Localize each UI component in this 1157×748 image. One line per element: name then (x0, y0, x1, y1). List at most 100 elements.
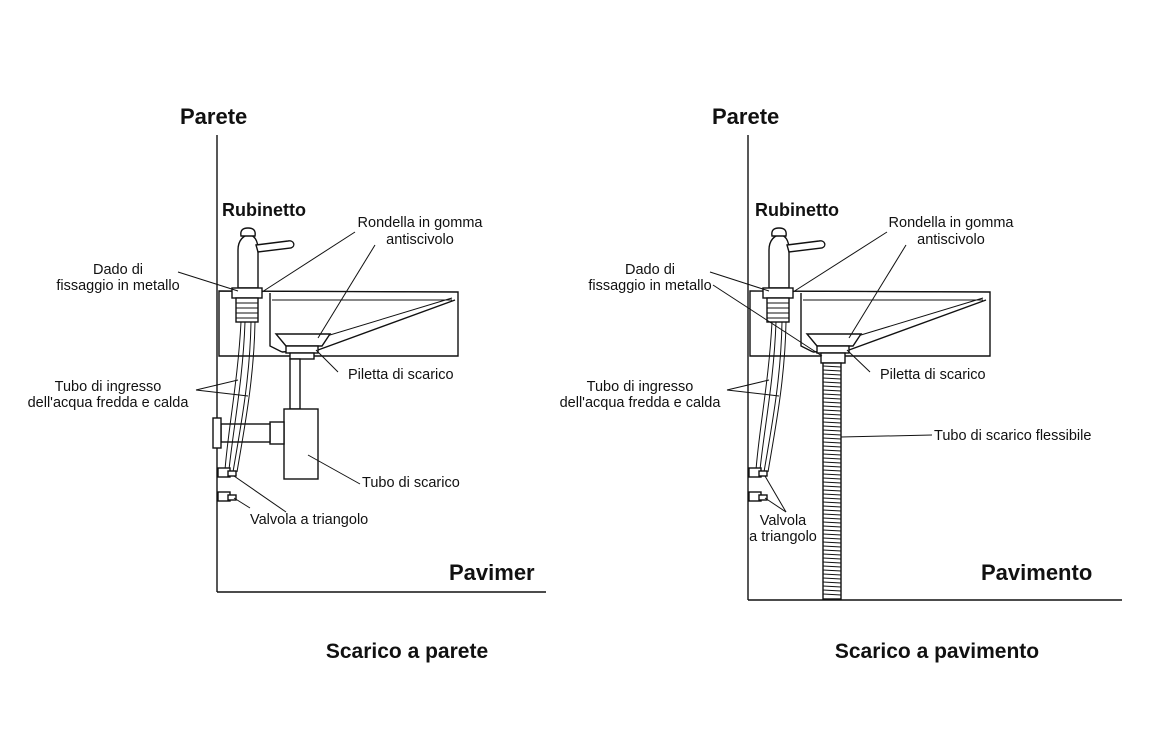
hose-corrugation (822, 585, 842, 588)
hose-corrugation (822, 501, 842, 504)
hose-corrugation (822, 473, 842, 476)
drain-pipe (212, 358, 319, 480)
wall-drain-caption: Scarico a parete (326, 640, 488, 663)
hose-corrugation (822, 465, 842, 468)
angle-valves (217, 467, 237, 502)
hose-corrugation (822, 365, 842, 368)
hose-corrugation (822, 497, 842, 500)
valve-label-line1: Valvola (760, 513, 807, 529)
floor-label: Pavimer (449, 560, 535, 585)
drain-plug (274, 333, 332, 360)
hose-corrugation (822, 385, 842, 388)
hose-corrugation (822, 469, 842, 472)
inlet-hoses (755, 321, 787, 473)
hose-corrugation (822, 397, 842, 400)
hose-corrugation (822, 425, 842, 428)
drain-plug (805, 333, 863, 364)
hose-corrugation (822, 593, 842, 596)
leader-lines (709, 231, 933, 513)
hose-corrugation (822, 449, 842, 452)
leader-lines (177, 231, 376, 513)
hose-corrugation (822, 541, 842, 544)
hose-corrugation (822, 461, 842, 464)
wall-drain-diagram: Parete Rubinetto Rondella in gomma antis… (28, 104, 546, 663)
angle-valves (748, 467, 768, 502)
faucet (231, 227, 295, 323)
hose-corrugation (822, 557, 842, 560)
drain-pipe-label: Tubo di scarico (362, 475, 460, 491)
hose-corrugation (822, 377, 842, 380)
hose-corrugation (822, 565, 842, 568)
hose-corrugation (822, 481, 842, 484)
valve-label-line2: a triangolo (749, 529, 817, 545)
valve-label: Valvola a triangolo (250, 512, 368, 528)
hose-corrugation (822, 561, 842, 564)
flexible-drain-pipe (822, 362, 842, 600)
inlet-label-line1: Tubo di ingresso (587, 379, 694, 395)
hose-corrugation (822, 505, 842, 508)
hose-corrugation (822, 477, 842, 480)
hose-corrugation (822, 393, 842, 396)
drain-plug-label: Piletta di scarico (348, 367, 454, 383)
faucet-label: Rubinetto (222, 200, 306, 220)
hose-corrugation (822, 577, 842, 580)
hose-corrugation (822, 441, 842, 444)
hose-corrugation (822, 589, 842, 592)
drain-plug-label: Piletta di scarico (880, 367, 986, 383)
inlet-label-line1: Tubo di ingresso (55, 379, 162, 395)
wall-label: Parete (180, 104, 247, 129)
nut-label-line1: Dado di (625, 262, 675, 278)
hose-corrugation (822, 369, 842, 372)
floor-label: Pavimento (981, 560, 1092, 585)
hose-corrugation (822, 549, 842, 552)
hose-corrugation (822, 381, 842, 384)
hose-corrugation (822, 525, 842, 528)
inlet-hoses (224, 321, 256, 473)
floor-drain-caption: Scarico a pavimento (835, 640, 1039, 663)
basin (749, 290, 991, 357)
hose-corrugation (822, 433, 842, 436)
hose-corrugation (822, 573, 842, 576)
wall-label: Parete (712, 104, 779, 129)
hose-corrugation (822, 417, 842, 420)
floor-drain-diagram: Parete Rubinetto Rondella in gomma antis… (560, 104, 1122, 663)
hose-corrugation (822, 545, 842, 548)
hose-corrugation (822, 489, 842, 492)
hose-corrugation (822, 421, 842, 424)
hose-corrugation (822, 533, 842, 536)
hose-corrugation (822, 529, 842, 532)
hose-corrugation (822, 485, 842, 488)
hose-corrugation (822, 553, 842, 556)
hose-corrugation (822, 389, 842, 392)
hose-corrugation (822, 517, 842, 520)
hose-corrugation (822, 413, 842, 416)
hose-corrugation (822, 373, 842, 376)
hose-corrugation (822, 493, 842, 496)
hose-corrugation (822, 569, 842, 572)
hose-corrugation (822, 409, 842, 412)
hose-corrugation (822, 429, 842, 432)
flexible-drain-pipe-label: Tubo di scarico flessibile (934, 428, 1091, 444)
hose-corrugation (822, 509, 842, 512)
hose-corrugation (822, 405, 842, 408)
washer-label-line1: Rondella in gomma (889, 215, 1015, 231)
hose-corrugation (822, 513, 842, 516)
faucet-label: Rubinetto (755, 200, 839, 220)
washer-label-line2: antiscivolo (917, 232, 985, 248)
hose-corrugation (822, 581, 842, 584)
inlet-label-line2: dell'acqua fredda e calda (560, 395, 722, 411)
hose-corrugation (822, 537, 842, 540)
hose-corrugation (822, 437, 842, 440)
faucet (762, 227, 826, 323)
washer-label-line1: Rondella in gomma (358, 215, 484, 231)
hose-corrugation (822, 445, 842, 448)
hose-corrugation (822, 401, 842, 404)
hose-corrugation (822, 521, 842, 524)
washer-label-line2: antiscivolo (386, 232, 454, 248)
inlet-label-line2: dell'acqua fredda e calda (28, 395, 190, 411)
nut-label-line1: Dado di (93, 262, 143, 278)
nut-label-line2: fissaggio in metallo (588, 278, 711, 294)
hose-corrugation (822, 453, 842, 456)
